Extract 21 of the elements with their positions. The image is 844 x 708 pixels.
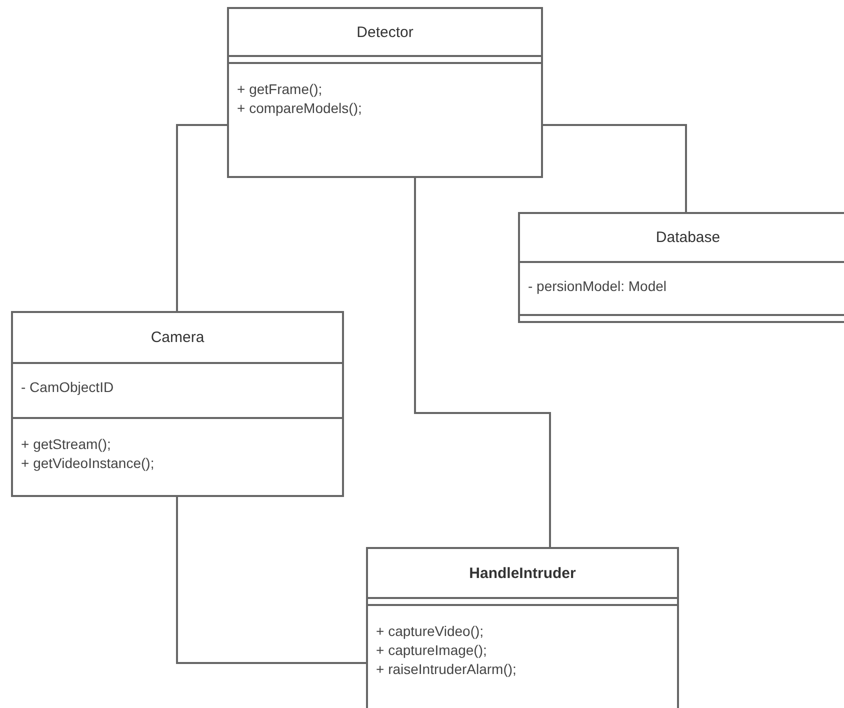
method-text: + captureImage(); (376, 641, 488, 660)
method-text: + compareModels(); (237, 99, 363, 118)
class-name: HandleIntruder (469, 564, 576, 582)
method-text: + getVideoInstance(); (21, 454, 156, 473)
class-name: Detector (356, 22, 414, 42)
method-text: + captureVideo(); (376, 622, 485, 641)
method-text: + getFrame(); (237, 80, 324, 99)
class-name: Camera (150, 328, 204, 347)
association-line (543, 124, 687, 212)
association-line (176, 497, 366, 664)
class-box (227, 7, 543, 178)
class-box (11, 311, 344, 497)
attribute-text: - persionModel: Model (528, 277, 668, 296)
association-line (176, 124, 227, 311)
class-name: Database (656, 228, 720, 248)
class-box (366, 547, 679, 708)
attribute-text: - CamObjectID (21, 378, 115, 397)
method-text: + raiseIntruderAlarm(); (376, 660, 518, 679)
method-text: + getStream(); (21, 435, 112, 454)
association-line (414, 178, 551, 547)
class-box (518, 212, 844, 323)
